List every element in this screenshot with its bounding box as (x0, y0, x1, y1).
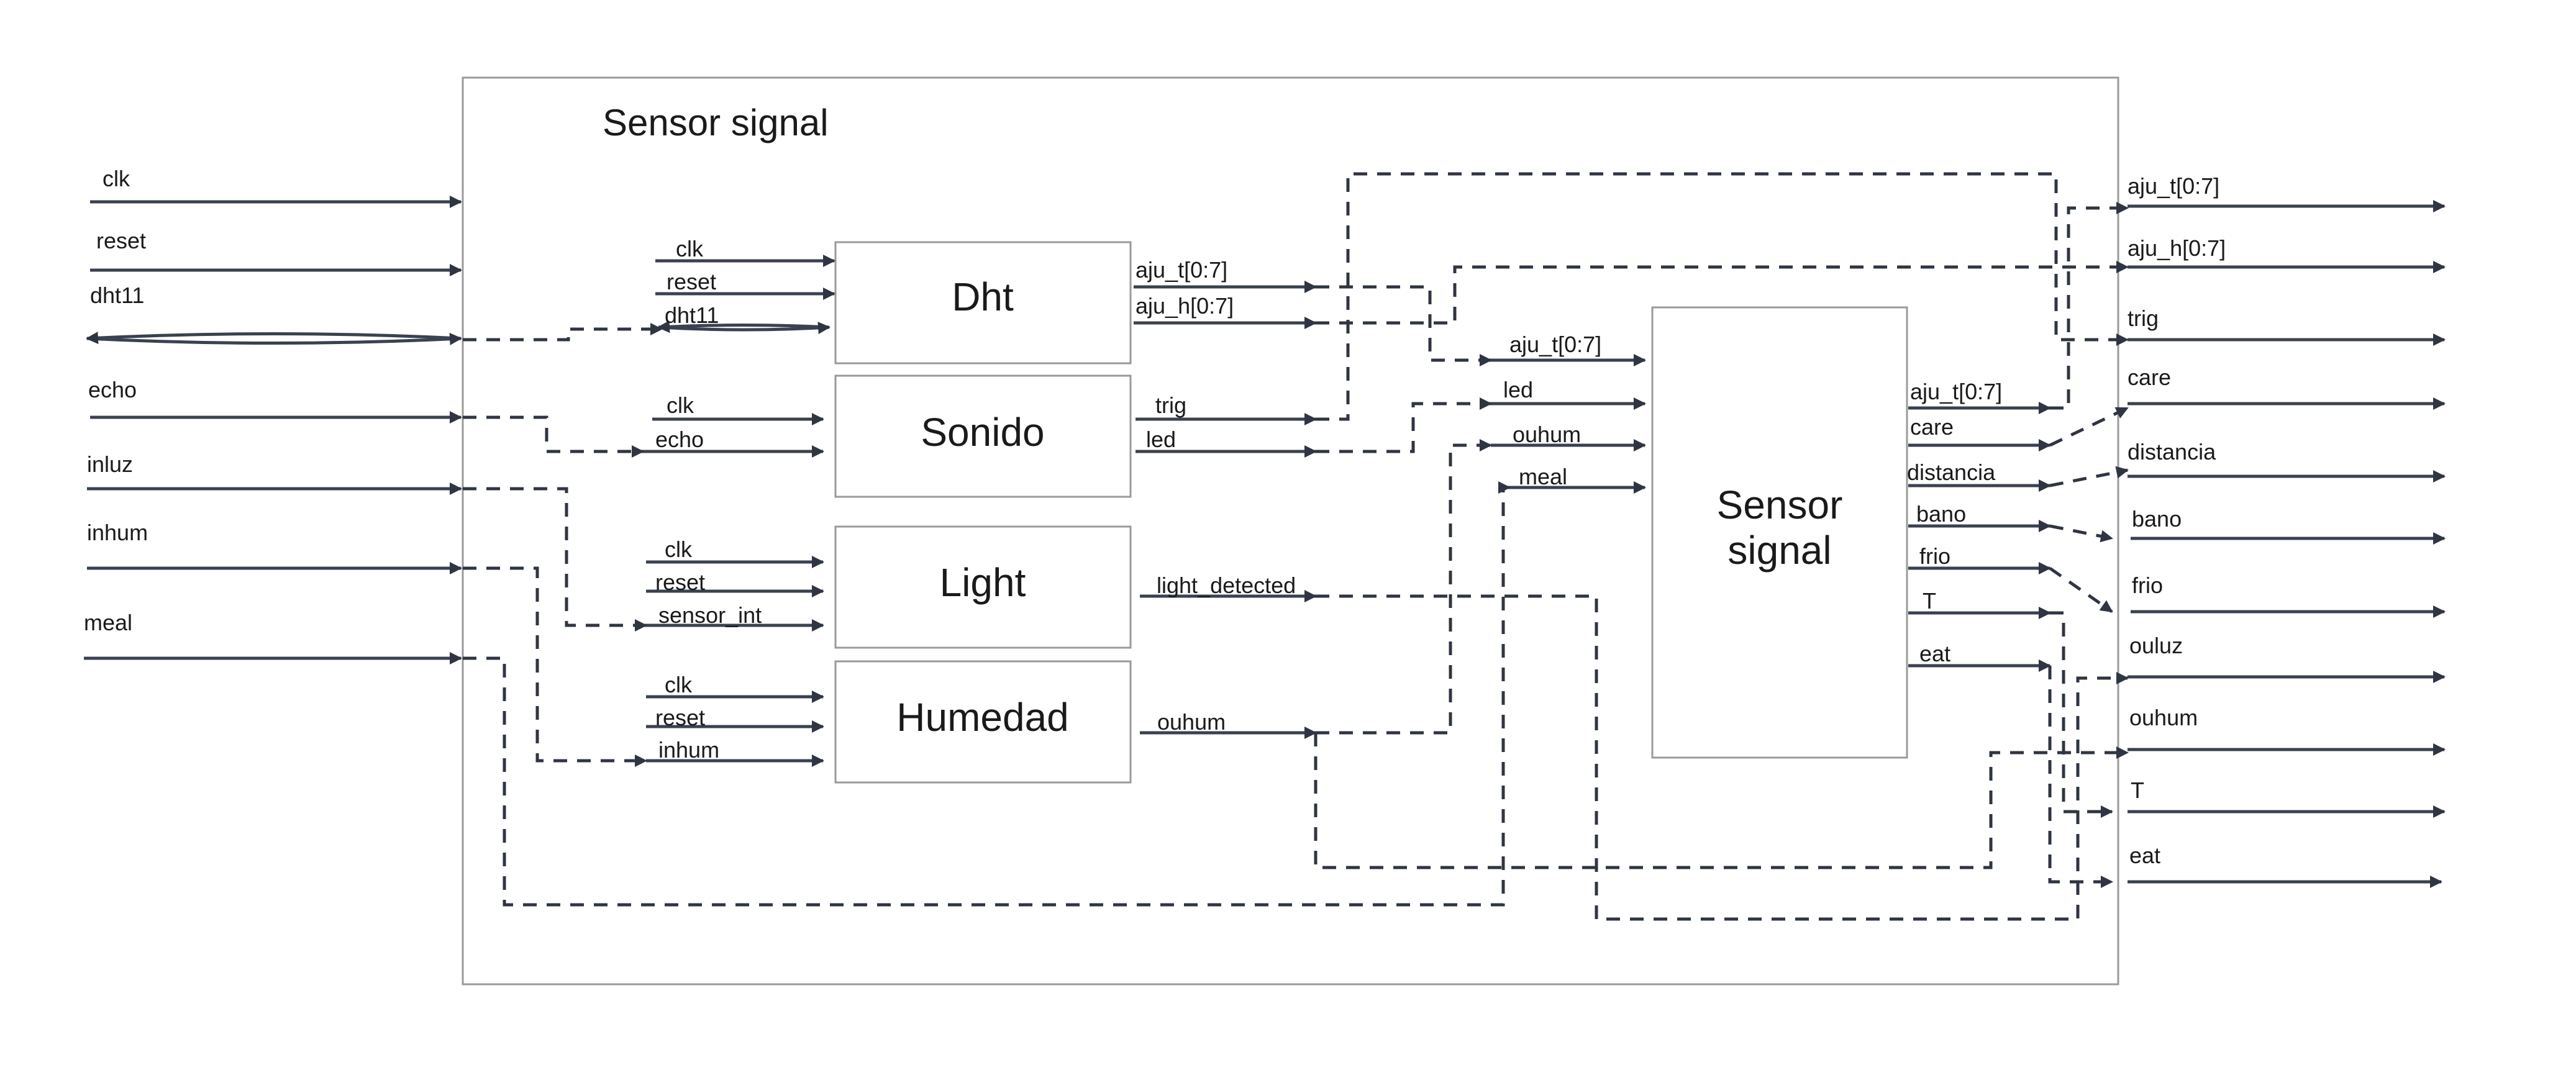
conn-led (1316, 397, 1492, 453)
ext-out-label-ajut: aju_t[0:7] (2128, 173, 2219, 199)
conn-meal (463, 481, 1511, 907)
conn-bano (2049, 524, 2113, 543)
ext-out-label-trig: trig (2128, 306, 2159, 331)
ext-out-label-distancia: distancia (2128, 439, 2216, 465)
humedad-in-reset-label: reset (655, 705, 705, 730)
dht-out-ajut-label: aju_t[0:7] (1136, 257, 1227, 283)
humedad-block-name: Humedad (896, 695, 1069, 740)
dht-block-name: Dht (952, 274, 1014, 319)
ext-out-label-eat: eat (2129, 843, 2160, 868)
sonido-out-trig-label: trig (1155, 392, 1186, 418)
conn-ouhum-out (1314, 733, 2129, 869)
ext-in-label-echo: echo (88, 377, 137, 402)
sonido-in-echo-label: echo (655, 427, 704, 452)
light-block (834, 525, 1132, 649)
ext-out-label-ajuh: aju_h[0:7] (2128, 235, 2226, 261)
conn-ajut-in (1316, 285, 1492, 366)
humedad-in-clk-label: clk (665, 672, 693, 697)
sonido-block (834, 374, 1132, 498)
dht-in-dht11-wire (658, 325, 829, 330)
conn-t (2050, 611, 2113, 818)
sensor-in-ouhum-label: ouhum (1513, 422, 1581, 447)
conn-care (2049, 406, 2129, 447)
ext-out-label-ouluz: ouluz (2129, 633, 2183, 658)
dht-out-ajuh-label: aju_h[0:7] (1136, 293, 1234, 319)
sensor-out-t-label: T (1923, 588, 1936, 614)
ext-out-label-bano: bano (2132, 506, 2182, 532)
humedad-block-group: Humedad clk reset inhum ouhum (646, 660, 1317, 784)
conn-dht11 (463, 323, 663, 342)
conn-trig (1316, 172, 2129, 421)
light-block-name: Light (940, 560, 1026, 605)
sensor-out-eat-label: eat (1919, 641, 1950, 666)
ext-out-label-care: care (2128, 365, 2171, 390)
sensor-out-frio-label: frio (1919, 543, 1950, 569)
sensor-in-meal-label: meal (1519, 464, 1567, 489)
sensor-in-ajut-label: aju_t[0:7] (1509, 332, 1601, 357)
ext-in-label-meal: meal (84, 610, 132, 635)
dashed-connections (463, 172, 2129, 921)
ext-in-wire-dht11 (87, 334, 461, 343)
light-in-clk-label: clk (665, 537, 693, 562)
ext-in-label-reset: reset (96, 228, 146, 253)
sensor-block-name-line1: Sensor (1717, 483, 1843, 527)
light-block-group: Light clk reset sensor_int light_detecte… (646, 525, 1317, 649)
conn-inluz (463, 487, 647, 632)
ext-out-label-frio: frio (2132, 573, 2163, 598)
conn-distancia (2049, 466, 2129, 487)
sensor-out-bano-label: bano (1916, 501, 1966, 527)
sensor-out-distancia-label: distancia (1907, 460, 1996, 485)
conn-echo (463, 415, 644, 458)
dht-in-clk-label: clk (676, 236, 704, 261)
sonido-block-name: Sonido (921, 410, 1044, 455)
ext-in-label-inhum: inhum (87, 520, 148, 545)
ext-in-label-dht11: dht11 (90, 283, 144, 308)
light-in-sensorint-label: sensor_int (658, 602, 762, 628)
sensor-block (1651, 306, 1908, 759)
light-out-detected-label: light_detected (1157, 573, 1296, 598)
ext-in-label-clk: clk (102, 166, 130, 191)
external-outputs: aju_t[0:7] aju_h[0:7] trig care distanci… (2128, 173, 2446, 888)
sensor-out-care-label: care (1910, 414, 1954, 440)
dht-in-reset-label: reset (667, 269, 716, 294)
external-inputs: clk reset dht11 echo inluz inhum meal (84, 166, 461, 664)
sensor-out-ajut-label: aju_t[0:7] (1910, 379, 2002, 404)
humedad-block (834, 660, 1132, 784)
sonido-out-led-label: led (1146, 427, 1176, 452)
sensor-block-group: Sensor signal aju_t[0:7] led ouhum meal … (1491, 306, 2051, 759)
conn-frio (2049, 566, 2113, 614)
conn-inhum (463, 566, 647, 767)
sonido-block-group: Sonido clk echo trig led (643, 374, 1317, 498)
humedad-out-ouhum-label: ouhum (1157, 709, 1226, 735)
ext-out-label-ouhum: ouhum (2129, 705, 2198, 730)
light-in-reset-label: reset (655, 569, 705, 595)
ext-in-label-inluz: inluz (87, 451, 133, 477)
humedad-in-inhum-label: inhum (658, 737, 719, 763)
conn-ajuh (1316, 261, 2129, 325)
sonido-in-clk-label: clk (667, 392, 694, 418)
dht-block-group: Dht clk reset dht11 aju_t[0:7] aju_h[0:7… (655, 236, 1317, 365)
conn-ajut-out (2050, 202, 2129, 410)
conn-light-detected (1316, 594, 2129, 921)
dht-block (834, 241, 1132, 365)
conn-eat (2048, 666, 2113, 888)
ext-out-label-t: T (2131, 777, 2144, 803)
dht-in-dht11-label: dht11 (665, 302, 719, 328)
sensor-block-name-line2: signal (1727, 528, 1831, 573)
sensor-in-led-label: led (1503, 377, 1533, 402)
outer-title: Sensor signal (603, 102, 829, 143)
